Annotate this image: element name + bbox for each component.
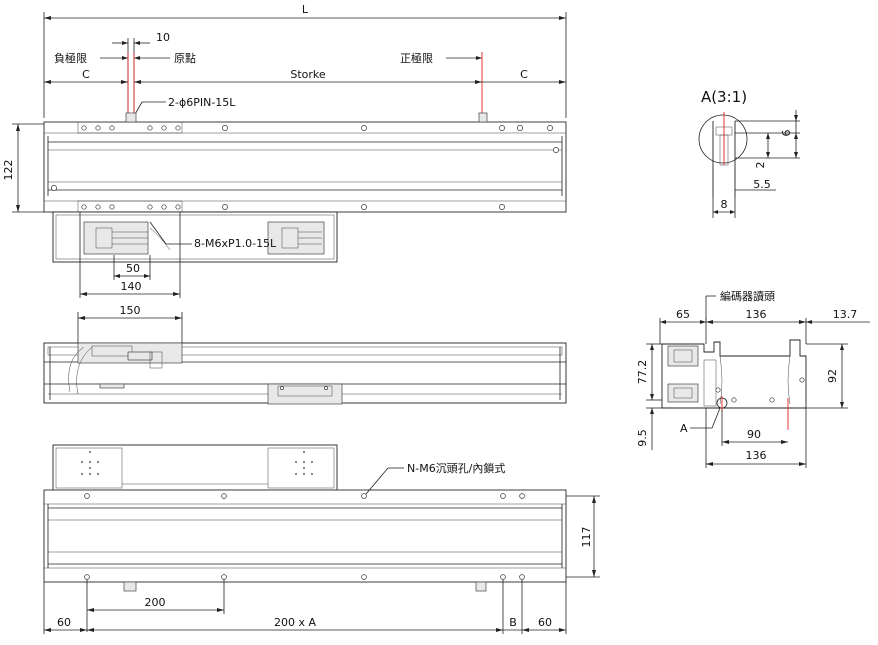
end-dim-77-2: 77.2 (636, 360, 649, 385)
dim-pitch-count: 200 x A (274, 616, 316, 629)
top-view: L 10 負極限 原點 正極限 C Storke C 2- (2, 3, 567, 298)
dim-pin-gap: 10 (156, 31, 170, 44)
dim-b: B (509, 616, 517, 629)
dim-140: 140 (121, 280, 142, 293)
detail-title: A(3:1) (701, 88, 747, 106)
detail-dim-8: 8 (721, 198, 728, 211)
label-encoder-head: 編碼器讀頭 (720, 289, 775, 303)
dim-end-left: 60 (57, 616, 71, 629)
bolt-pattern-left (81, 451, 99, 475)
note-pin: 2-ϕ6PIN-15L (168, 96, 236, 109)
dim-150: 150 (120, 304, 141, 317)
dim-end-right: 60 (538, 616, 552, 629)
dim-height-117: 117 (580, 527, 593, 548)
end-dim-90: 90 (747, 428, 761, 441)
dim-pitch-200: 200 (145, 596, 166, 609)
end-dim-136-bottom: 136 (746, 449, 767, 462)
end-dim-136-top: 136 (746, 308, 767, 321)
end-dim-92: 92 (826, 369, 839, 383)
dim-c-right: C (520, 68, 528, 81)
detail-dim-2: 2 (754, 162, 767, 169)
end-dim-9-5: 9.5 (636, 429, 649, 447)
label-positive-limit: 正極限 (400, 51, 433, 65)
detail-dim-5-5: 5.5 (753, 178, 771, 191)
dim-height-122: 122 (2, 160, 15, 181)
detail-a-view: A(3:1) 8 6 2 5.5 (698, 88, 800, 218)
dim-c-left: C (82, 68, 90, 81)
label-negative-limit: 負極限 (54, 51, 87, 65)
detail-dim-6: 6 (780, 130, 793, 137)
note-counterbore: N-M6沉頭孔/內鎖式 (407, 461, 505, 475)
end-view: 編碼器讀頭 65 136 13.7 (636, 289, 870, 468)
dim-stroke: Storke (290, 68, 326, 81)
dim-overall-length: L (302, 3, 309, 16)
note-tap: 8-M6xP1.0-15L (194, 237, 277, 250)
bolt-pattern-right (295, 451, 313, 475)
detail-reference: A (680, 422, 688, 435)
label-origin: 原點 (174, 52, 196, 65)
side-view: 150 (43, 304, 567, 405)
bottom-view: N-M6沉頭孔/內鎖式 117 200 60 200 x A B 60 (43, 444, 600, 634)
end-dim-65: 65 (676, 308, 690, 321)
dim-50: 50 (126, 262, 140, 275)
end-dim-13-7: 13.7 (833, 308, 858, 321)
